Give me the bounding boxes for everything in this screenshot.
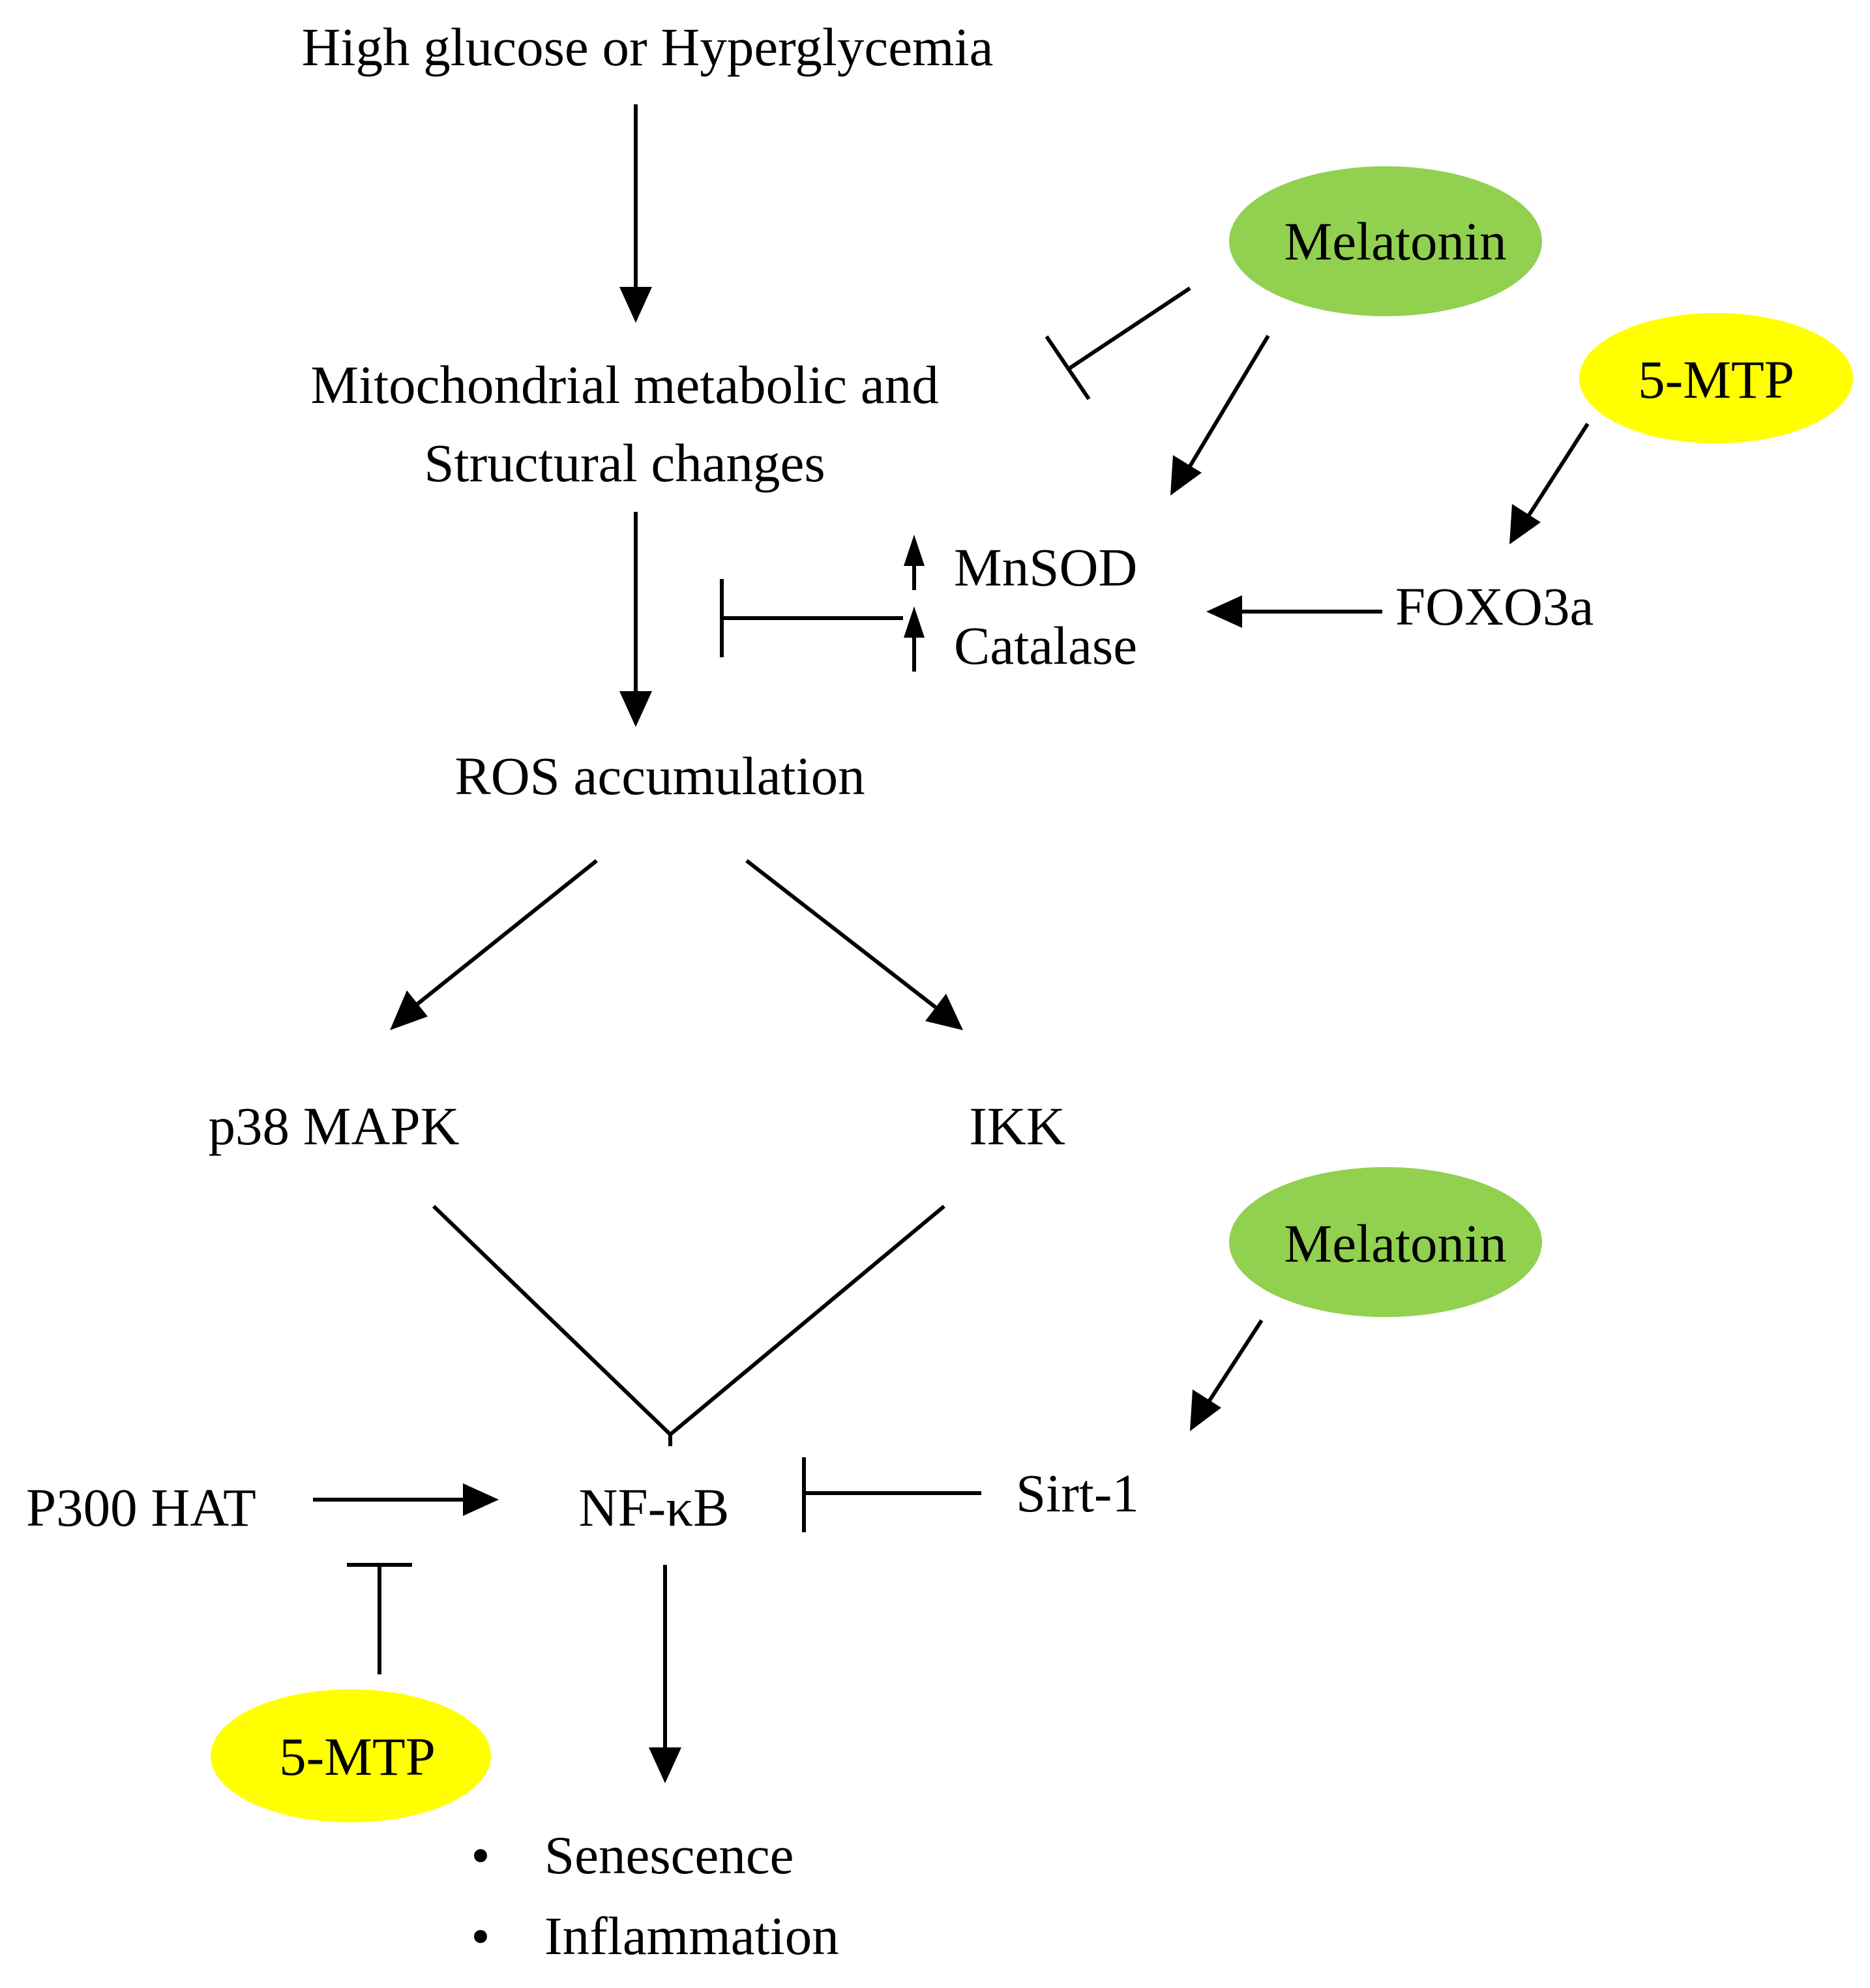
catalase-label: Catalase [954,616,1137,675]
mtp-top-node: 5-MTP [1579,313,1853,443]
edge-melatonin-to-sirt1 [1190,1319,1264,1431]
edge-mito-to-ros [619,512,652,727]
ikk-label: IKK [969,1096,1065,1156]
nfkb-label: NF-κB [579,1477,730,1537]
edge-glucose-to-mito [619,104,652,323]
melatonin-top-label: Melatonin [1284,211,1506,271]
edge-nfkb-to-outcomes [649,1565,681,1783]
sirt1-label: Sirt-1 [1016,1463,1139,1523]
edge-mtp-inhibits-p300 [347,1563,412,1674]
outcome-bullet-1 [474,1849,487,1862]
edge-sirt1-inhibits-nfkb [802,1457,981,1532]
edge-melatonin-inhibits-mito [1045,286,1191,400]
p300-label: P300 HAT [26,1477,256,1537]
mito-label-line1: Mitochondrial metabolic and [310,355,938,415]
edge-p300-to-nfkb [313,1483,499,1516]
mtp-top-label: 5-MTP [1638,349,1794,409]
edge-mnsod-inhibits-ros [720,579,903,657]
outcome-bullet-2 [474,1930,487,1943]
mtp-top-ellipse [1579,313,1853,443]
outcome-inflammation: Inflammation [544,1906,839,1966]
edge-foxo3a-to-mnsod [1206,595,1382,628]
mito-label-line2: Structural changes [424,433,825,493]
mtp-bottom-ellipse [211,1689,491,1822]
foxo3a-label: FOXO3a [1395,576,1594,636]
edge-melatonin-to-mnsod [1170,334,1270,496]
edge-ros-to-ikk [745,859,963,1030]
melatonin-top-node: Melatonin [1229,166,1542,316]
mnsod-label: MnSOD [954,537,1137,597]
edge-mtp-to-foxo3a [1509,423,1590,544]
ros-label: ROS accumulation [454,746,865,806]
edge-p38-ikk-converge-nfkb [432,1204,945,1446]
mtp-bottom-node: 5-MTP [211,1689,491,1822]
p38-label: p38 MAPK [208,1096,459,1156]
melatonin-bottom-ellipse [1229,1167,1542,1317]
high-glucose-label: High glucose or Hyperglycemia [301,17,993,77]
melatonin-bottom-label: Melatonin [1284,1213,1506,1273]
melatonin-top-ellipse [1229,166,1542,316]
mtp-bottom-label: 5-MTP [279,1727,436,1787]
outcome-senescence: Senescence [544,1825,794,1885]
edge-ros-to-p38 [390,859,598,1030]
up-arrow-catalase-icon [904,606,925,672]
up-arrow-mnsod-icon [904,535,925,590]
melatonin-bottom-node: Melatonin [1229,1167,1542,1317]
